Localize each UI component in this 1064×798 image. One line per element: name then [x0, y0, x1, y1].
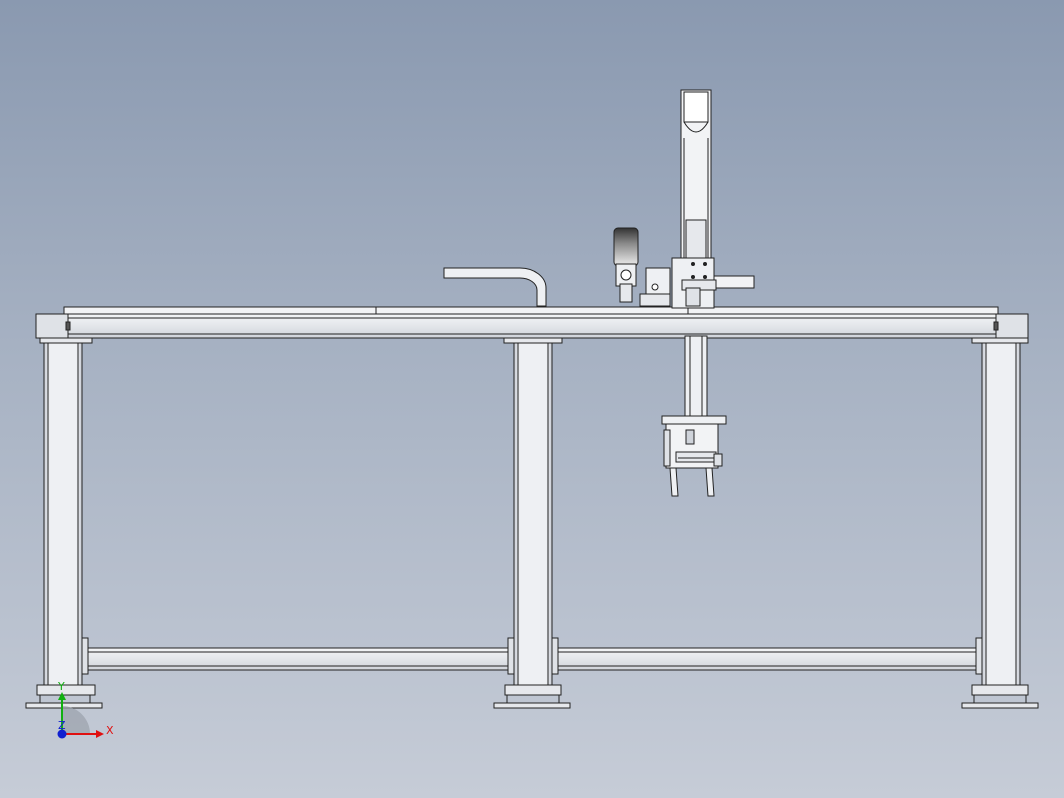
left-support-column — [25, 336, 103, 709]
x-axis-label: X — [106, 724, 114, 737]
right-support-column — [961, 336, 1039, 709]
triad-plane-indicator — [62, 706, 90, 734]
y-axis-label: Y — [57, 680, 65, 693]
main-gantry-beam — [35, 306, 1029, 339]
middle-support-column — [493, 336, 571, 709]
z-axis-label: Z — [58, 719, 66, 732]
x-axis-motor — [613, 227, 671, 307]
gripper-end-effector — [661, 415, 727, 497]
z-axis-column — [671, 89, 755, 419]
z-axis-dot — [57, 729, 67, 739]
lower-cross-beam — [87, 647, 977, 671]
coordinate-triad: X Y Z — [57, 680, 114, 739]
cable-drag-chain — [443, 267, 547, 307]
